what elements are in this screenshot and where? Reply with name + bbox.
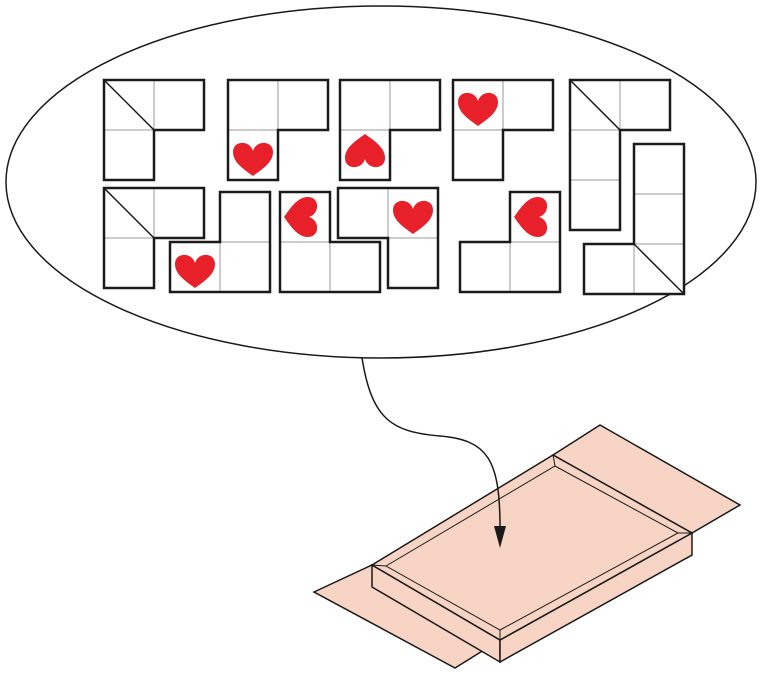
piece-cell [219, 191, 271, 243]
piece-cell [509, 241, 561, 293]
piece-diagonal [103, 187, 155, 239]
heart-icon [233, 142, 273, 176]
heart-icon [345, 134, 385, 168]
piece-outline [582, 142, 686, 296]
piece-outline [102, 78, 206, 182]
piece-cell [153, 187, 205, 239]
piece-cell [219, 241, 271, 293]
arrow-head-icon [494, 526, 506, 548]
piece-cell [227, 79, 279, 131]
piece-cell [329, 241, 381, 293]
piece-outline [102, 186, 206, 290]
piece-cell [153, 79, 205, 131]
heart-icon [514, 197, 548, 237]
tray [312, 424, 742, 669]
piece-cell [459, 241, 511, 293]
piece-cell [103, 129, 155, 181]
piece-cell [633, 143, 685, 195]
piece-3 [338, 78, 442, 182]
piece-diagonal [569, 79, 621, 131]
piece-2 [226, 78, 330, 182]
piece-outline [338, 78, 442, 182]
piece-cell [569, 179, 621, 231]
piece-cell [387, 237, 439, 289]
heart-icon [458, 92, 498, 126]
piece-4 [451, 78, 555, 182]
piece-outline [226, 78, 330, 182]
piece-cell [619, 79, 671, 131]
piece-cell [633, 193, 685, 245]
piece-cell [569, 129, 621, 181]
piece-diagonal [633, 243, 685, 295]
puzzle-pieces [102, 78, 686, 296]
heart-icon [175, 254, 215, 288]
piece-outline [278, 190, 382, 294]
piece-cell [339, 79, 391, 131]
piece-cell [103, 237, 155, 289]
piece-10 [458, 190, 562, 294]
tray-inner-edge-back [552, 454, 556, 467]
heart-icon [393, 200, 433, 234]
piece-outline [451, 78, 555, 182]
piece-cell [502, 79, 554, 131]
piece-cell [337, 187, 389, 239]
piece-5 [568, 78, 672, 232]
piece-cell [583, 243, 635, 295]
piece-outline [336, 186, 440, 290]
connector-arrow [361, 357, 501, 529]
piece-cell [279, 241, 331, 293]
piece-cell [277, 79, 329, 131]
piece-cell [389, 79, 441, 131]
tray-inner-edge-left [371, 564, 387, 567]
piece-9 [336, 186, 440, 290]
piece-diagonal [103, 79, 155, 131]
piece-cell [452, 129, 504, 181]
piece-outline [168, 190, 272, 294]
heart-icon [284, 197, 318, 237]
piece-outline [458, 190, 562, 294]
piece-8 [278, 190, 382, 294]
piece-11 [582, 142, 686, 296]
piece-1 [102, 78, 206, 182]
piece-7 [168, 190, 272, 294]
piece-outline [568, 78, 672, 232]
piece-6 [102, 186, 206, 290]
